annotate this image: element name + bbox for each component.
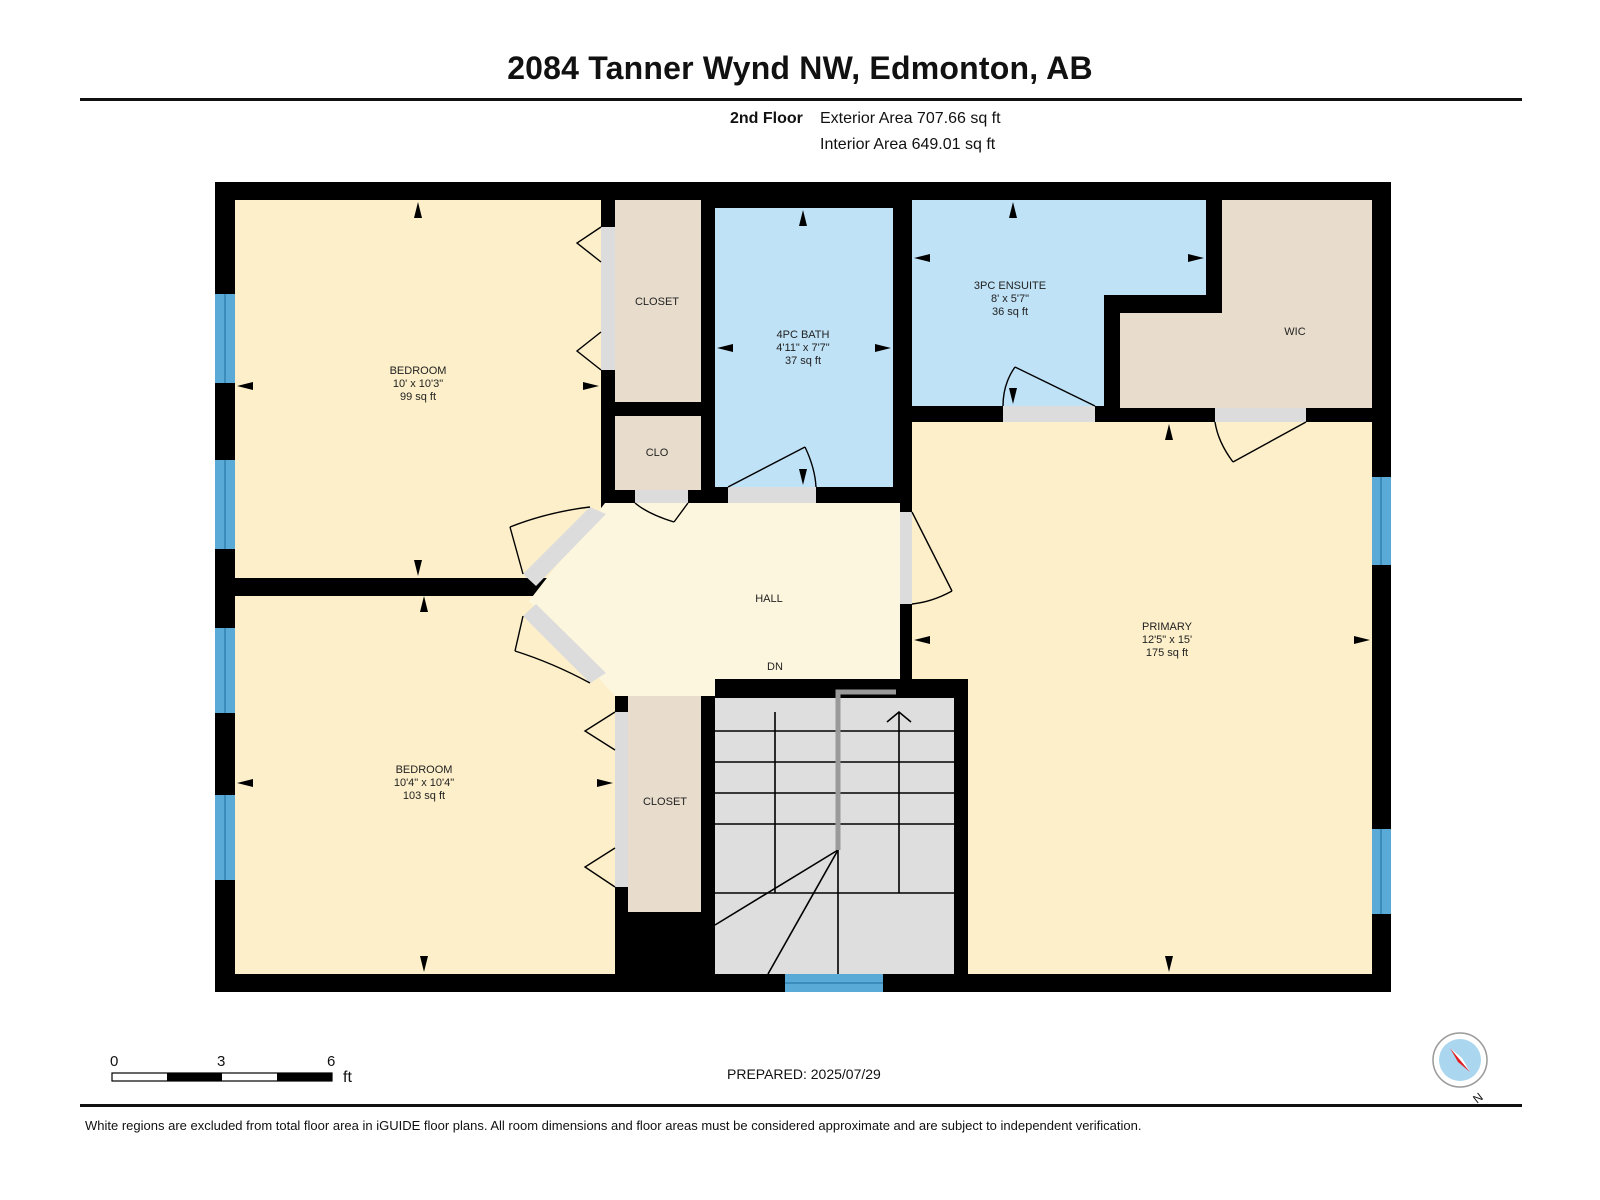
ensuite-area: 36 sq ft	[992, 306, 1028, 318]
dimension-arrows	[237, 202, 1370, 972]
bedroom-bottom-name: BEDROOM	[396, 764, 453, 776]
primary-dims: 12'5" x 15'	[1142, 634, 1192, 646]
stair-rail	[835, 689, 896, 850]
room-closet-bottom[interactable]	[628, 696, 701, 912]
room-clo[interactable]	[615, 416, 701, 490]
bath-dims: 4'11" x 7'7"	[776, 342, 829, 354]
stair-treads	[714, 710, 954, 975]
scale-unit: ft	[343, 1069, 352, 1086]
bath-area: 37 sq ft	[785, 355, 821, 367]
hall-name: HALL	[755, 593, 783, 605]
room-hall[interactable]	[529, 503, 900, 696]
compass-icon: N	[1432, 1032, 1488, 1106]
page-title: 2084 Tanner Wynd NW, Edmonton, AB	[507, 50, 1093, 86]
clo-name: CLO	[646, 447, 669, 459]
footer-rule	[80, 1104, 1522, 1107]
prepared-date: PREPARED: 2025/07/29	[727, 1066, 881, 1082]
window-lines	[224, 294, 1382, 984]
disclaimer: White regions are excluded from total fl…	[85, 1118, 1142, 1133]
closet-top-name: CLOSET	[635, 296, 679, 308]
room-4pc-bath[interactable]	[715, 208, 893, 487]
bath-name: 4PC BATH	[777, 329, 830, 341]
room-primary[interactable]	[912, 422, 1372, 974]
door-swings	[509, 226, 1307, 888]
scale-tick-0: 0	[110, 1053, 119, 1070]
bedroom-top-area: 99 sq ft	[400, 391, 436, 403]
exterior-area: Exterior Area 707.66 sq ft	[820, 110, 1001, 127]
room-wic[interactable]	[1120, 200, 1372, 408]
stairs-area	[715, 698, 954, 974]
room-closet-top[interactable]	[615, 200, 701, 402]
wic-name: WIC	[1284, 326, 1305, 338]
bedroom-top-name: BEDROOM	[390, 365, 447, 377]
primary-area: 175 sq ft	[1146, 647, 1188, 659]
scale-tick-3: 3	[217, 1053, 226, 1070]
floor-name: 2nd Floor	[730, 110, 803, 127]
closet-bottom-name: CLOSET	[643, 796, 687, 808]
bedroom-top-dims: 10' x 10'3"	[393, 378, 443, 390]
primary-name: PRIMARY	[1142, 621, 1193, 633]
room-bedroom-top[interactable]	[235, 200, 601, 578]
ensuite-dims: 8' x 5'7"	[991, 293, 1029, 305]
scale-tick-6: 6	[327, 1053, 336, 1070]
ensuite-name: 3PC ENSUITE	[974, 280, 1046, 292]
door-openings	[523, 227, 1306, 887]
stairs-down-label: DN	[767, 661, 783, 673]
wic-wall	[1120, 295, 1222, 313]
interior-area: Interior Area 649.01 sq ft	[820, 136, 996, 153]
title-rule	[80, 98, 1522, 101]
bedroom-bottom-dims: 10'4" x 10'4"	[394, 777, 454, 789]
bedroom-bottom-area: 103 sq ft	[403, 790, 445, 802]
room-bedroom-bottom[interactable]	[235, 596, 615, 974]
scale-bar	[111, 1072, 333, 1082]
wic-wall-left	[1104, 295, 1120, 413]
